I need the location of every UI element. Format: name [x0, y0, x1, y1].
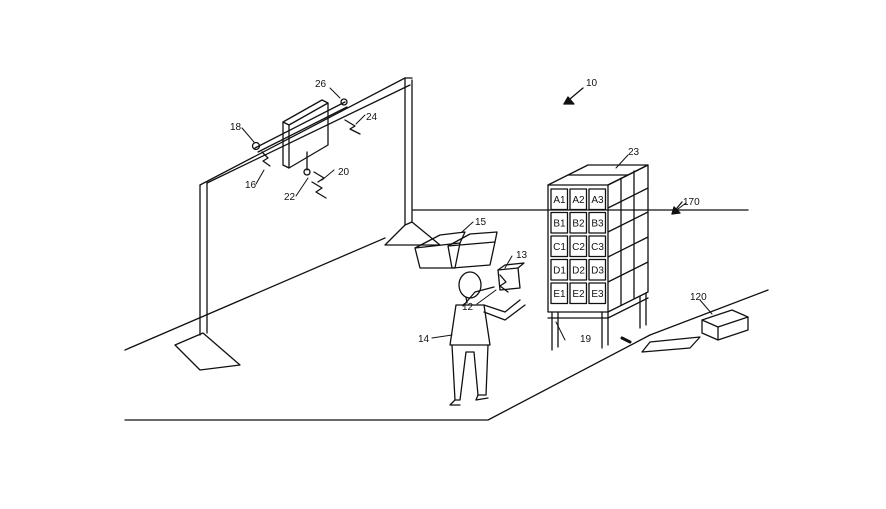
label-sensor-array: 24	[366, 112, 378, 123]
worker-figure	[449, 262, 526, 406]
shelf-cell-c2	[569, 235, 588, 258]
shelf-cell-label: E1	[553, 289, 566, 300]
shelf-cell-label: C3	[591, 242, 604, 253]
shelf-cell-e2	[569, 282, 588, 305]
label-storage-cell: 19	[580, 334, 592, 345]
shelf-cell-label: A3	[591, 195, 604, 206]
shelf-cell-b3	[588, 211, 607, 234]
zone-arrow	[671, 201, 683, 215]
system-arrow	[563, 87, 584, 105]
shelf-cell-e3	[588, 282, 607, 305]
overhead-sensor-unit	[282, 99, 329, 176]
shelf-cell-b2	[569, 211, 588, 234]
shelf-cell-d3	[588, 258, 607, 281]
label-signal: 20	[338, 167, 350, 178]
shelf-cell-d2	[569, 258, 588, 281]
shelf-cell-label: C2	[572, 242, 585, 253]
label-worker: 14	[418, 334, 430, 345]
shelf-cell-label: A1	[553, 195, 566, 206]
label-frame-top: 26	[315, 79, 327, 90]
shelf-cell-label: E2	[572, 289, 585, 300]
shelf-cell-label: C1	[553, 242, 566, 253]
shelf-cell-label: B1	[553, 218, 566, 229]
shelf-cell-label: D3	[591, 265, 604, 276]
shelving-unit	[547, 164, 649, 351]
shelf-cell-b1	[550, 211, 569, 234]
gantry-frame	[174, 77, 441, 371]
mobile-robot	[620, 309, 749, 353]
shelf-cell-c3	[588, 235, 607, 258]
shelf-cell-e1	[550, 282, 569, 305]
label-cable: 16	[245, 180, 257, 191]
label-hand-item: 12	[462, 302, 474, 313]
label-shelving: 23	[628, 147, 640, 158]
label-system: 10	[586, 78, 598, 89]
label-robot: 120	[690, 292, 707, 303]
shelf-cell-label: D2	[572, 265, 585, 276]
label-item: 13	[516, 250, 528, 261]
shelf-cell-label: E3	[591, 289, 604, 300]
shelf-cell-label: A2	[572, 195, 585, 206]
shelf-cell-label: D1	[553, 265, 566, 276]
floor-lines	[124, 209, 769, 421]
container-bins	[414, 231, 498, 269]
shelf-cell-label: B3	[591, 218, 604, 229]
label-zone: 170	[683, 197, 700, 208]
shelf-cell-c1	[550, 235, 569, 258]
shelf-cell-label: B2	[572, 218, 585, 229]
reference-labels: 10 26 18 24 16 22 20 15 13 12 14 23 19 1…	[230, 78, 707, 345]
label-emitter: 22	[284, 192, 296, 203]
label-pivot: 18	[230, 122, 242, 133]
shelf-cell-d1	[550, 258, 569, 281]
shelf-cell-a3	[588, 188, 607, 211]
label-containers: 15	[475, 217, 487, 228]
shelf-cell-a1	[550, 188, 569, 211]
shelf-cell-a2	[569, 188, 588, 211]
